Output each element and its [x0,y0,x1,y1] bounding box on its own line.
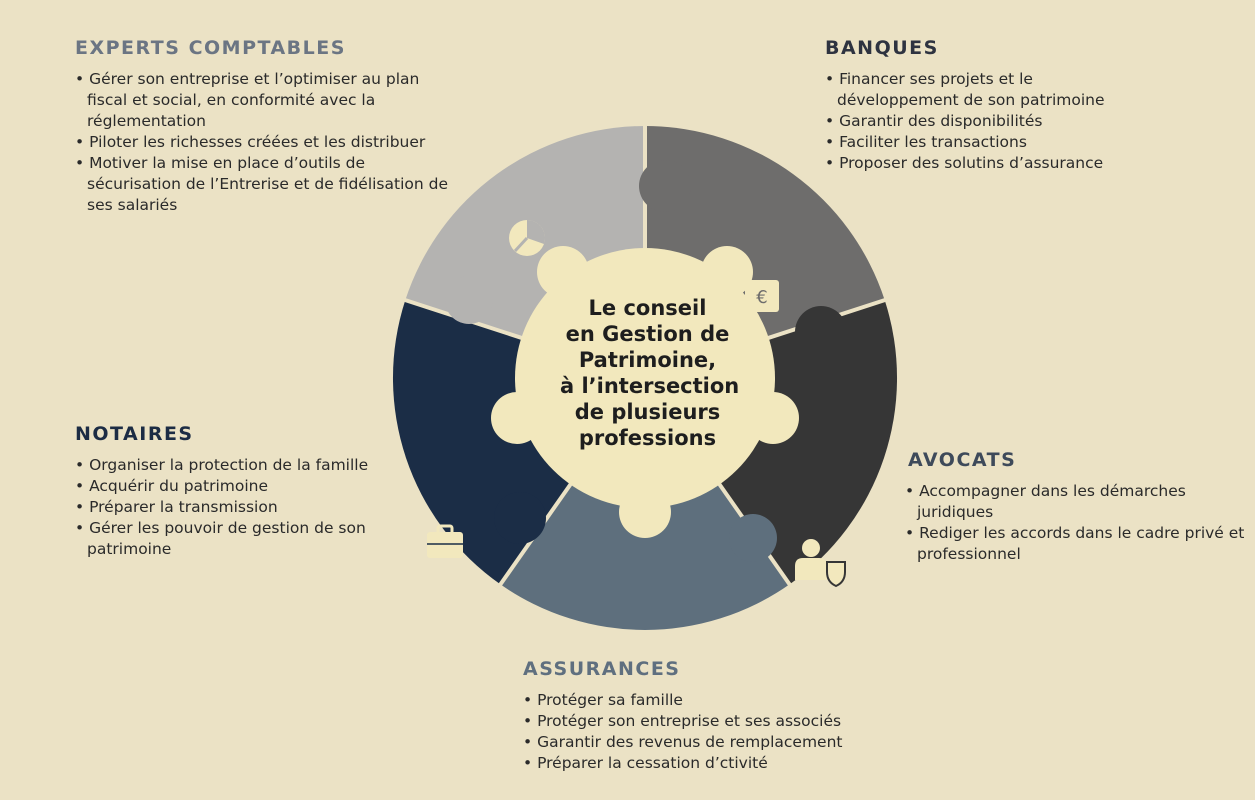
center-title: Le conseil en Gestion de Patrimoine, à l… [560,295,740,451]
experts-title: EXPERTS COMPTABLES [75,37,346,59]
list-item: Gérer son entreprise et l’optimiser au p… [75,69,455,132]
assurances-list: Protéger sa famille Protéger son entrepr… [523,690,883,774]
hub-knob [491,392,543,444]
list-item: Gérer les pouvoir de gestion de son patr… [75,518,405,560]
experts-comptables-block: EXPERTS COMPTABLES Gérer son entreprise … [75,37,455,216]
pie-chart-icon [509,219,546,256]
tab-assurances-into-avocats [729,514,777,562]
list-item: Acquérir du patrimoine [75,476,405,497]
center-line: à l’intersection [560,374,740,398]
hub-knob [537,246,589,298]
center-line: professions [578,426,717,450]
list-item: Préparer la transmission [75,497,405,518]
tab-avocats-into-banques [795,306,847,358]
center-line: Le conseil [588,296,707,320]
avocats-title: AVOCATS [908,449,1017,471]
avocats-block: AVOCATS Accompagner dans les démarches j… [905,449,1250,565]
tab-experts-into-notaires [445,276,493,324]
list-item: Garantir des revenus de remplacement [523,732,883,753]
lawyer-shield-icon [795,539,846,588]
list-item: Protéger sa famille [523,690,883,711]
hub-knob [747,392,799,444]
banques-list: Financer ses projets et le développement… [825,69,1155,174]
list-item: Protéger son entreprise et ses associés [523,711,883,732]
hub-knob [619,486,671,538]
center-hub [491,246,799,538]
center-line: en Gestion de [565,322,730,346]
notaires-list: Organiser la protection de la famille Ac… [75,455,405,560]
list-item: Motiver la mise en place d’outils de séc… [75,153,455,216]
center-line: Patrimoine, [578,348,717,372]
experts-list: Gérer son entreprise et l’optimiser au p… [75,69,455,216]
briefcase-icon [427,524,463,558]
svg-text:€: € [756,287,767,308]
tab-banques-into-experts [639,160,691,212]
list-item: Garantir des disponibilités [825,111,1155,132]
notaires-title: NOTAIRES [75,423,194,445]
assurances-title: ASSURANCES [523,658,681,680]
list-item: Rediger les accords dans le cadre privé … [905,523,1250,565]
list-item: Accompagner dans les démarches juridique… [905,481,1250,523]
list-item: Financer ses projets et le développement… [825,69,1155,111]
tab-notaires-into-assurances [494,492,546,544]
list-item: Préparer la cessation d’ctivité [523,753,883,774]
assurances-block: ASSURANCES Protéger sa famille Protéger … [523,658,883,774]
list-item: Piloter les richesses créées et les dist… [75,132,455,153]
avocats-list: Accompagner dans les démarches juridique… [905,481,1250,565]
notaires-block: NOTAIRES Organiser la protection de la f… [75,423,405,560]
list-item: Proposer des solutins d’assurance [825,153,1155,174]
banques-title: BANQUES [825,37,939,59]
list-item: Faciliter les transactions [825,132,1155,153]
banques-block: BANQUES Financer ses projets et le dével… [825,37,1155,174]
hub-knob [701,246,753,298]
euro-bill-icon: € [739,280,779,314]
puzzle-diagram: € [392,124,898,630]
center-line: de plusieurs [574,400,721,424]
list-item: Organiser la protection de la famille [75,455,405,476]
